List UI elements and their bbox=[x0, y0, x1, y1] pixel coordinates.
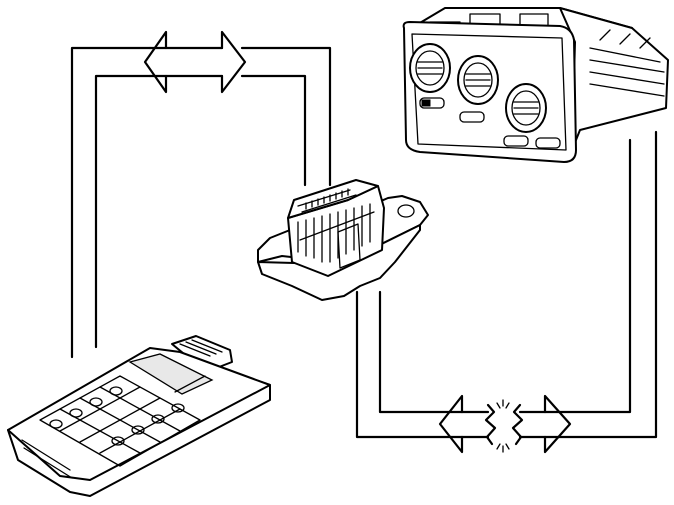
right-pipe-inner-left bbox=[378, 290, 464, 414]
module-knob-left-icon bbox=[409, 43, 451, 93]
arrow-left-head bbox=[143, 30, 168, 94]
arrow-right-head bbox=[220, 30, 247, 94]
left-pipe-inner-line bbox=[94, 74, 152, 349]
right-link-left-stub bbox=[460, 410, 490, 439]
connector-ribs bbox=[297, 203, 375, 263]
connector-top bbox=[287, 179, 379, 219]
connector-mount-hole bbox=[397, 204, 415, 218]
right-link-right-stub bbox=[518, 410, 547, 439]
break-zigzag-left bbox=[484, 403, 497, 446]
break-zigzag-right bbox=[511, 403, 524, 446]
left-pipe-outer-right bbox=[240, 46, 332, 187]
module-knob-center-icon bbox=[457, 55, 499, 105]
scan-tool-cable-ribs bbox=[179, 339, 223, 357]
module-bezel bbox=[411, 33, 567, 151]
left-link-pipe bbox=[70, 30, 332, 359]
right-pipe-outer-right bbox=[543, 130, 658, 439]
right-link-arrow-right bbox=[543, 394, 572, 454]
scan-tool-display-glare bbox=[174, 375, 206, 393]
right-link-pipe bbox=[355, 130, 658, 454]
connector-latch bbox=[337, 223, 361, 269]
climate-control-panel-icon bbox=[402, 7, 669, 163]
module-knob-right-icon bbox=[505, 83, 547, 133]
right-link-arrow-left bbox=[438, 394, 464, 454]
module-buttons bbox=[419, 97, 561, 149]
left-pipe-outer-line bbox=[70, 46, 152, 359]
break-spark-icon bbox=[496, 399, 510, 453]
scan-tool-keypad bbox=[39, 375, 201, 467]
diagnostic-connector-icon bbox=[257, 179, 429, 301]
left-pipe-inner-right bbox=[240, 74, 307, 187]
module-side-fins bbox=[589, 29, 665, 97]
right-pipe-inner-right bbox=[543, 138, 632, 414]
left-link-arrows bbox=[143, 30, 247, 94]
arrow-shaft bbox=[164, 46, 224, 78]
scan-tool-lip bbox=[21, 439, 73, 479]
handheld-scan-tool-icon bbox=[7, 335, 271, 497]
scan-tool-display bbox=[128, 353, 214, 395]
right-pipe-outer-left bbox=[355, 290, 464, 439]
connector-pin-row bbox=[297, 188, 357, 213]
